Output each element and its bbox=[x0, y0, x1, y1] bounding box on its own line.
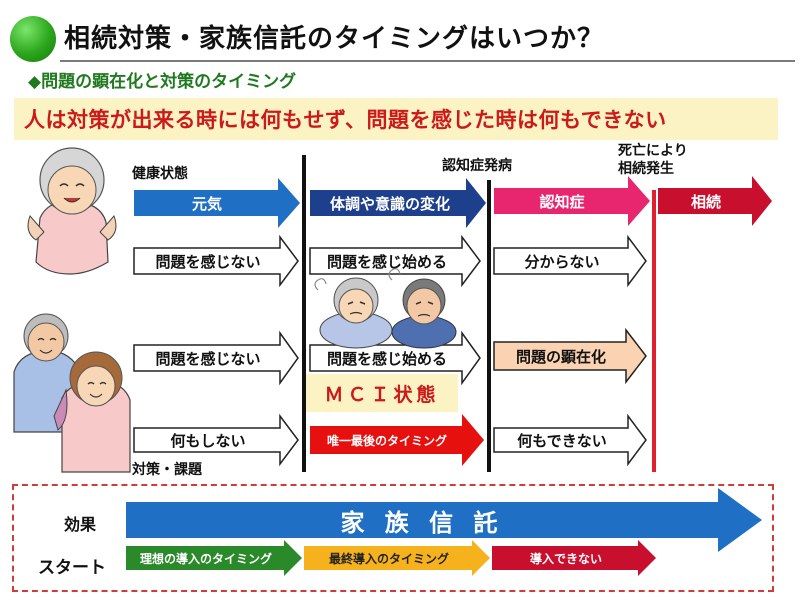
start-ideal-label: 理想の導入のタイミング bbox=[139, 551, 272, 566]
stage-label-dementia: 認知症 bbox=[539, 192, 585, 211]
stage-label-change: 体調や意識の変化 bbox=[329, 194, 450, 213]
trust-arrow bbox=[126, 488, 762, 552]
stage-label-genki: 元気 bbox=[191, 194, 222, 213]
page-title: 相続対策・家族信託のタイミングはいつか？ bbox=[64, 24, 605, 54]
row2-cell-1: 問題を感じない bbox=[155, 349, 261, 368]
row1-cell-3: 分からない bbox=[524, 252, 600, 271]
stage-arrow-genki bbox=[134, 178, 300, 228]
row2-cell-3: 問題の顕在化 bbox=[515, 347, 606, 366]
row1-arrow-3 bbox=[493, 234, 647, 288]
row3-cell-2: 唯一最後のタイミング bbox=[326, 433, 447, 448]
row2-arrow-3 bbox=[493, 327, 647, 385]
family-trust-label: 家 族 信 託 bbox=[340, 508, 504, 537]
start-arrow-cannot bbox=[492, 540, 656, 576]
stage-arrow-inheritance bbox=[658, 176, 772, 226]
mci-box bbox=[306, 374, 458, 412]
title-divider bbox=[60, 60, 795, 62]
stage-arrow-change bbox=[310, 178, 486, 228]
green-bullet-icon bbox=[10, 16, 56, 62]
banner-text: 人は対策が出来る時には何もせず、問題を感じた時は何もできない bbox=[24, 108, 667, 132]
health-status-label: 健康状態 bbox=[132, 166, 188, 182]
stage-label-inheritance: 相続 bbox=[690, 192, 721, 211]
row1-arrow-2 bbox=[309, 234, 481, 288]
mci-label: ＭＣＩ状態 bbox=[324, 384, 440, 406]
section-subtitle: ◆問題の顕在化と対策のタイミング bbox=[28, 72, 297, 92]
worried-couple-icon bbox=[314, 268, 457, 349]
effect-label: 効果 bbox=[64, 515, 97, 534]
row3-arrow-1 bbox=[133, 413, 299, 467]
elderly-couple-icon bbox=[13, 313, 131, 473]
stage-arrow-dementia bbox=[494, 176, 650, 226]
dementia-onset-label: 認知症発病 bbox=[442, 158, 512, 174]
start-arrow-final bbox=[304, 540, 490, 576]
row1-cell-2: 問題を感じ始める bbox=[326, 252, 447, 271]
row3-cell-1: 何もしない bbox=[170, 431, 246, 450]
row1-arrow-1 bbox=[133, 234, 299, 288]
row2-cell-2: 問題を感じ始める bbox=[326, 349, 447, 368]
start-final-label: 最終導入のタイミング bbox=[328, 551, 449, 566]
row2-arrow-1 bbox=[133, 330, 299, 386]
row1-cell-1: 問題を感じない bbox=[155, 252, 261, 271]
row3-cell-3: 何もできない bbox=[517, 431, 607, 450]
elderly-woman-icon bbox=[27, 147, 117, 275]
row3-arrow-3 bbox=[493, 413, 647, 467]
start-arrow-ideal bbox=[126, 540, 302, 576]
row3-arrow-2 bbox=[310, 414, 484, 466]
death-inheritance-label: 死亡により 相続発生 bbox=[618, 143, 688, 177]
summary-box bbox=[12, 484, 774, 592]
start-label: スタート bbox=[38, 558, 106, 578]
measures-label: 対策・課題 bbox=[132, 462, 202, 478]
start-cannot-label: 導入できない bbox=[529, 551, 602, 566]
banner-box bbox=[14, 98, 778, 140]
